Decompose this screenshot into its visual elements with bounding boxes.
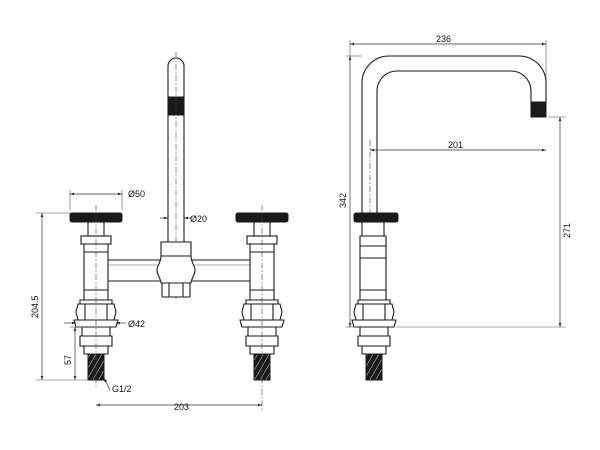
shank-length-label: 57 xyxy=(63,355,73,365)
side-dimension-labels: 236 342 201 271 xyxy=(338,34,572,238)
front-dimension-labels: Ø50 Ø20 Ø42 204.5 57 G1/2 203 xyxy=(30,189,207,412)
front-right-valve xyxy=(235,205,289,410)
side-view: 236 342 201 271 xyxy=(338,34,572,381)
front-spout xyxy=(167,52,185,300)
front-view: Ø50 Ø20 Ø42 204.5 57 G1/2 203 xyxy=(30,52,289,412)
side-dimension-lines xyxy=(346,40,566,328)
nut-diameter-label: Ø42 xyxy=(128,319,145,329)
spout-height-label: 342 xyxy=(338,193,348,208)
side-spout xyxy=(361,55,547,345)
side-base xyxy=(351,212,399,381)
front-dimension-lines xyxy=(36,190,262,407)
spout-reach-label: 201 xyxy=(448,140,463,150)
handle-diameter-label: Ø50 xyxy=(128,189,145,199)
outlet-height-label: 271 xyxy=(562,223,572,238)
thread-label: G1/2 xyxy=(112,384,132,394)
total-height-label: 204.5 xyxy=(30,295,40,318)
centres-label: 203 xyxy=(174,402,189,412)
spout-diameter-label: Ø20 xyxy=(190,214,207,224)
front-left-valve xyxy=(69,205,123,388)
overall-width-label: 236 xyxy=(436,34,451,44)
front-spout-collar xyxy=(156,241,196,298)
